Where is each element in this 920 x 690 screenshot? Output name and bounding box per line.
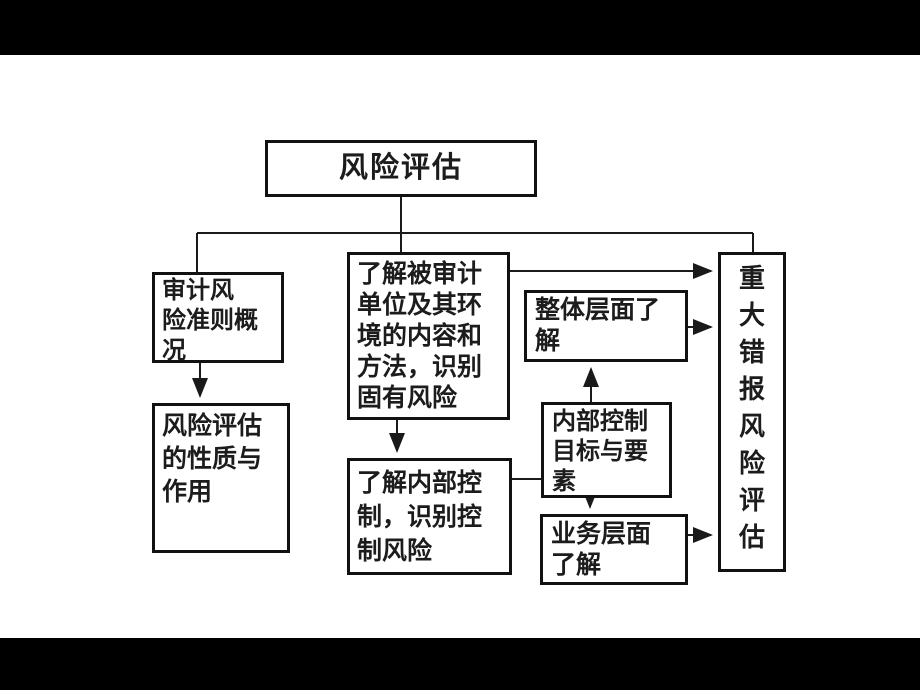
node-business-level-understanding: 业务层面了解 <box>540 514 688 585</box>
node-internal-control-objectives-elements: 内部控制目标与要素 <box>541 402 672 498</box>
node-label: 整体层面了解 <box>535 296 661 355</box>
node-entity-level-understanding: 整体层面了解 <box>524 290 688 362</box>
letterbox-top <box>0 0 920 55</box>
node-risk-assessment-nature-role: 风险评估的性质与作用 <box>152 403 290 553</box>
node-label: 重大错报风险评估 <box>738 263 765 552</box>
node-label: 业务层面了解 <box>551 520 652 579</box>
node-understand-entity-environment: 了解被审计单位及其环境的内容和方法，识别固有风险 <box>347 252 510 420</box>
node-label: 了解被审计单位及其环境的内容和方法，识别固有风险 <box>357 260 483 412</box>
node-audit-risk-standards-overview: 审计风险准则概况 <box>152 272 284 364</box>
node-risk-assessment-title: 风险评估 <box>265 140 537 197</box>
node-label: 内部控制目标与要素 <box>552 408 648 495</box>
letterbox-bottom <box>0 638 920 690</box>
node-material-misstatement-risk-assessment: 重大错报风险评估 <box>718 252 786 572</box>
node-label: 风险评估的性质与作用 <box>162 412 263 506</box>
node-label: 审计风险准则概况 <box>162 277 258 364</box>
node-label: 风险评估 <box>338 152 463 184</box>
node-label: 了解内部控制，识别控制风险 <box>357 469 483 565</box>
node-understand-internal-control: 了解内部控制，识别控制风险 <box>347 458 512 575</box>
